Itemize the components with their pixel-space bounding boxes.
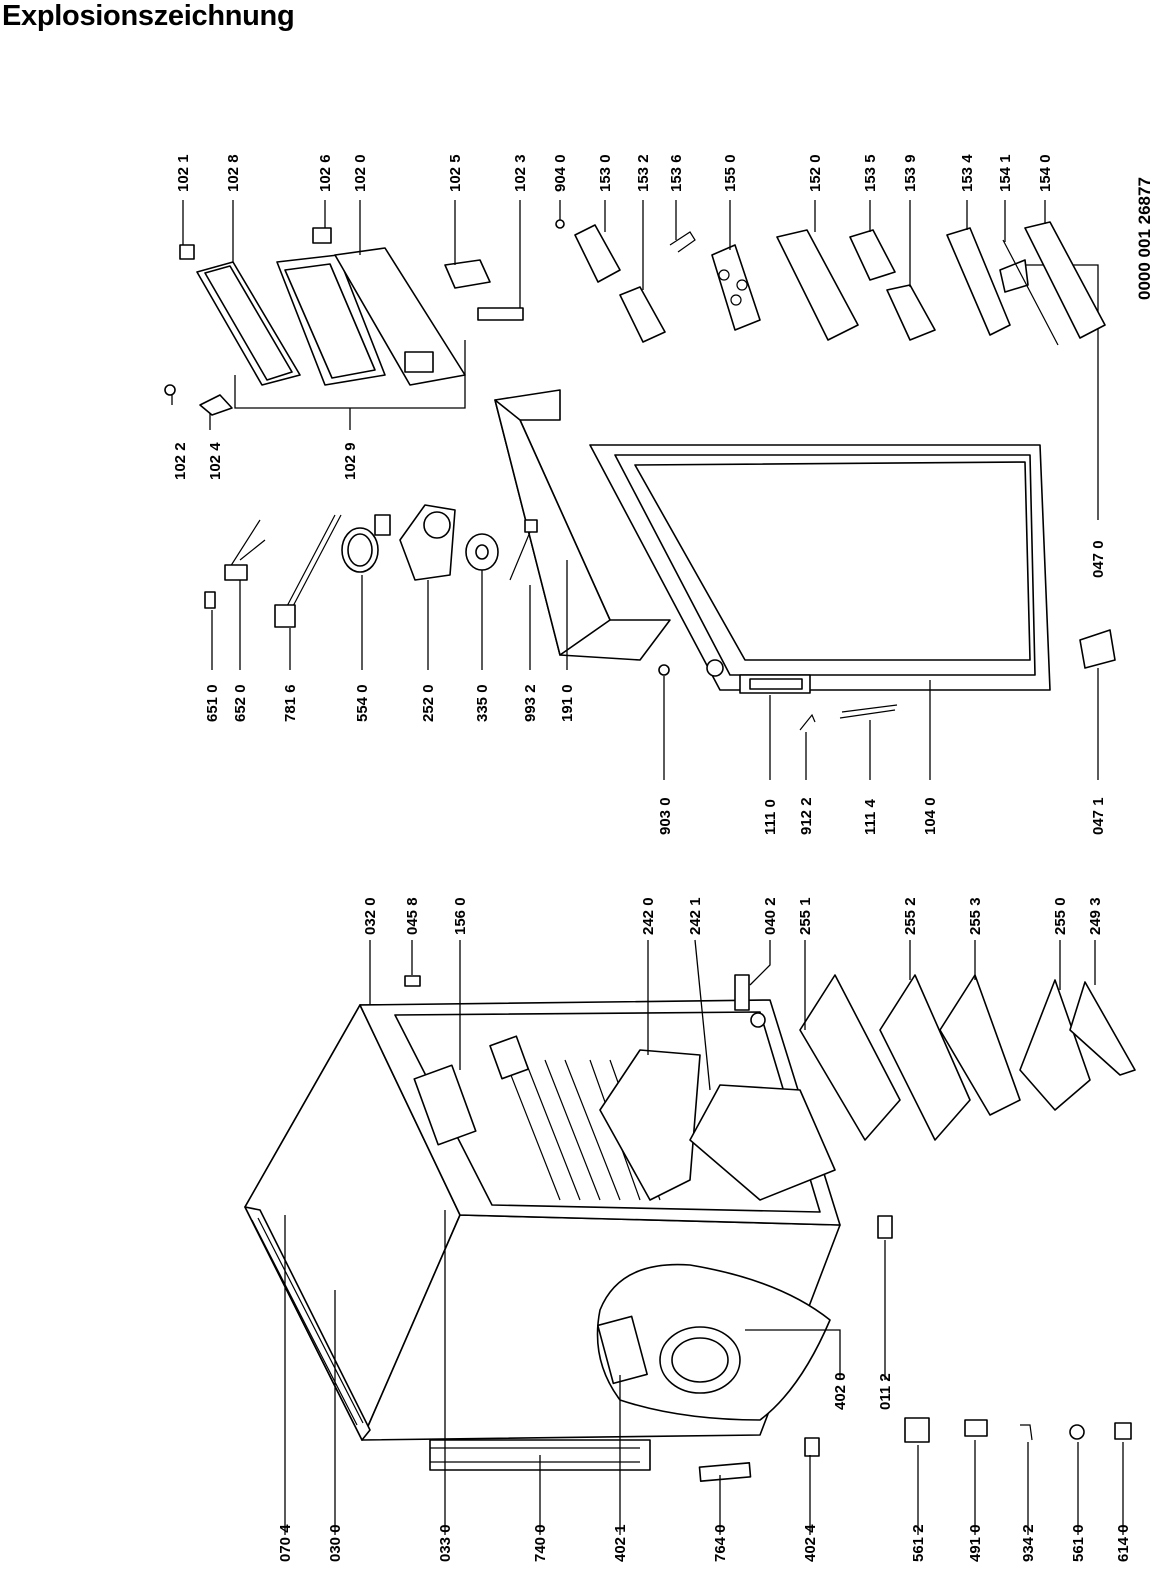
part-label-104-0: 104 0 [922, 797, 939, 835]
part-label-255-3: 255 3 [967, 897, 984, 935]
part-label-102-5: 102 5 [447, 154, 464, 192]
part-label-102-4: 102 4 [207, 442, 224, 480]
part-label-652-0: 652 0 [232, 684, 249, 722]
part-label-030-0: 030 0 [327, 1524, 344, 1562]
part-label-102-2: 102 2 [172, 442, 189, 480]
part-label-154-1: 154 1 [997, 154, 1014, 192]
part-label-335-0: 335 0 [474, 684, 491, 722]
part-label-904-0: 904 0 [552, 154, 569, 192]
part-label-491-0: 491 0 [967, 1524, 984, 1562]
part-label-402-4: 402 4 [802, 1524, 819, 1562]
part-label-402-0: 402 0 [832, 1372, 849, 1410]
part-label-154-0: 154 0 [1037, 154, 1054, 192]
part-label-153-2: 153 2 [635, 154, 652, 192]
part-label-102-6: 102 6 [317, 154, 334, 192]
part-label-102-0: 102 0 [352, 154, 369, 192]
part-label-102-9: 102 9 [342, 442, 359, 480]
part-label-651-0: 651 0 [204, 684, 221, 722]
callout-leaders-upper [171, 200, 1046, 430]
part-label-764-0: 764 0 [712, 1524, 729, 1562]
part-label-153-0: 153 0 [597, 154, 614, 192]
callout-leaders-middle [211, 264, 1099, 780]
part-label-153-5: 153 5 [862, 154, 879, 192]
part-label-903-0: 903 0 [657, 797, 674, 835]
part-label-740-0: 740 0 [532, 1524, 549, 1562]
part-label-561-2: 561 2 [910, 1524, 927, 1562]
part-label-102-3: 102 3 [512, 154, 529, 192]
part-label-153-4: 153 4 [959, 154, 976, 192]
part-label-781-6: 781 6 [282, 684, 299, 722]
part-label-152-0: 152 0 [807, 154, 824, 192]
part-label-033-0: 033 0 [437, 1524, 454, 1562]
part-label-070-4: 070 4 [277, 1524, 294, 1562]
part-label-252-0: 252 0 [420, 684, 437, 722]
part-label-156-0: 156 0 [452, 897, 469, 935]
part-label-249-3: 249 3 [1087, 897, 1104, 935]
part-label-255-2: 255 2 [902, 897, 919, 935]
part-label-561-0: 561 0 [1070, 1524, 1087, 1562]
part-label-045-8: 045 8 [404, 897, 421, 935]
freezer-parts [164, 219, 1106, 416]
part-label-102-1: 102 1 [175, 154, 192, 192]
part-label-153-9: 153 9 [902, 154, 919, 192]
part-label-912-2: 912 2 [798, 797, 815, 835]
part-label-040-2: 040 2 [762, 897, 779, 935]
part-number-labels: 070 4 030 0 033 0 740 0 402 1 764 0 402 4 561 2… [172, 154, 1132, 1562]
part-label-155-0: 155 0 [722, 154, 739, 192]
part-label-111-4: 111 4 [862, 798, 879, 835]
part-label-032-0: 032 0 [362, 897, 379, 935]
door-assembly [494, 259, 1116, 731]
control-components [204, 504, 538, 628]
part-label-047-0: 047 0 [1090, 540, 1107, 578]
part-label-242-1: 242 1 [687, 897, 704, 935]
part-label-993-2: 993 2 [522, 684, 539, 722]
condenser-grille [251, 1217, 364, 1426]
part-label-255-1: 255 1 [797, 897, 814, 935]
part-label-153-6: 153 6 [668, 154, 685, 192]
part-label-011-2: 011 2 [877, 1373, 894, 1410]
page-title: Explosionszeichnung [2, 0, 295, 32]
callout-leaders-left [284, 939, 1124, 1535]
part-label-614-0: 614 0 [1115, 1524, 1132, 1562]
part-label-242-0: 242 0 [640, 897, 657, 935]
part-label-102-8: 102 8 [225, 154, 242, 192]
part-label-402-1: 402 1 [612, 1524, 629, 1562]
document-number: 0000 001 26877 [1135, 177, 1154, 300]
part-label-111-0: 111 0 [762, 799, 779, 835]
cabinet-housing [244, 974, 1136, 1482]
part-label-255-0: 255 0 [1052, 897, 1069, 935]
part-label-934-2: 934 2 [1020, 1524, 1037, 1562]
part-label-191-0: 191 0 [559, 684, 576, 722]
part-label-047-1: 047 1 [1090, 797, 1107, 835]
part-label-554-0: 554 0 [354, 684, 371, 722]
